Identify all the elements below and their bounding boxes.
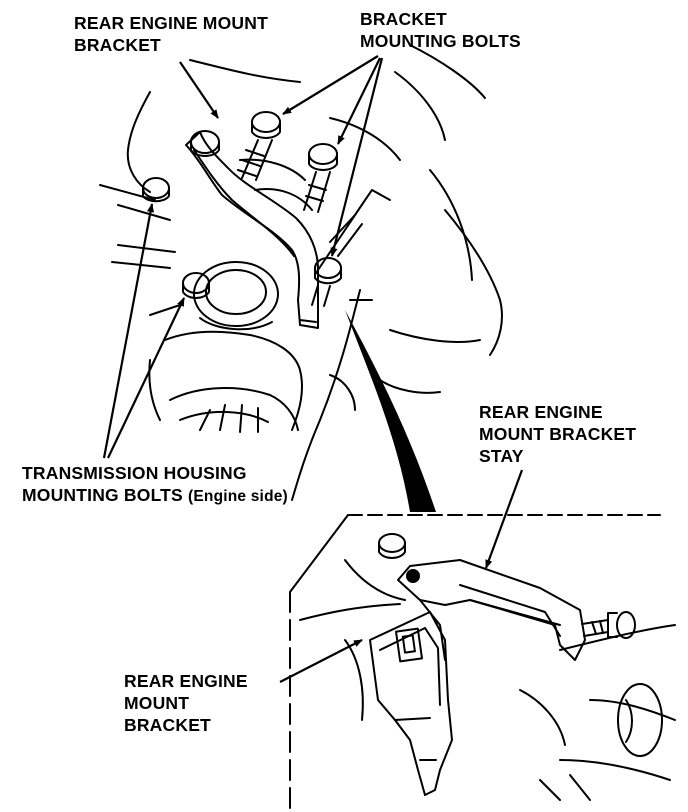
label-line: BRACKET	[124, 715, 211, 735]
label-rear-engine-mount-bracket-top: REAR ENGINE MOUNT BRACKET	[74, 12, 268, 56]
top-engine-illustration	[99, 44, 503, 501]
label-line: BRACKET	[74, 35, 161, 55]
label-line: MOUNT	[124, 693, 190, 713]
label-rear-engine-mount-bracket-bottom: REAR ENGINE MOUNT BRACKET	[124, 670, 248, 736]
leader-rem-top	[179, 61, 219, 119]
label-line: MOUNTING BOLTS	[360, 31, 521, 51]
label-line: MOUNT BRACKET	[479, 424, 637, 444]
label-line: TRANSMISSION HOUSING	[22, 463, 247, 483]
label-rear-engine-mount-bracket-stay: REAR ENGINE MOUNT BRACKET STAY	[479, 401, 636, 467]
leader-bmb-1	[282, 55, 379, 115]
magnifier-pointer	[345, 310, 436, 512]
label-line: MOUNTING BOLTS (Engine side)	[22, 484, 288, 508]
label-line: REAR ENGINE	[124, 671, 248, 691]
leader-thmb-1	[102, 203, 155, 459]
label-line: REAR ENGINE	[479, 402, 603, 422]
label-line: REAR ENGINE MOUNT	[74, 13, 268, 33]
label-bracket-mounting-bolts: BRACKET MOUNTING BOLTS	[360, 8, 521, 52]
leader-lines	[102, 55, 524, 683]
leader-thmb-2	[107, 297, 185, 459]
leader-stay	[484, 469, 524, 569]
leader-bmb-2	[337, 57, 381, 145]
leader-rem-bottom	[279, 639, 363, 683]
label-line: BRACKET	[360, 9, 447, 29]
label-line-note: (Engine side)	[188, 488, 288, 505]
label-line: STAY	[479, 446, 524, 466]
label-transmission-housing-mounting-bolts: TRANSMISSION HOUSING MOUNTING BOLTS (Eng…	[22, 462, 288, 508]
leader-bmb-3	[330, 57, 384, 257]
detail-inset	[289, 514, 676, 812]
label-line-main: MOUNTING BOLTS	[22, 485, 183, 505]
